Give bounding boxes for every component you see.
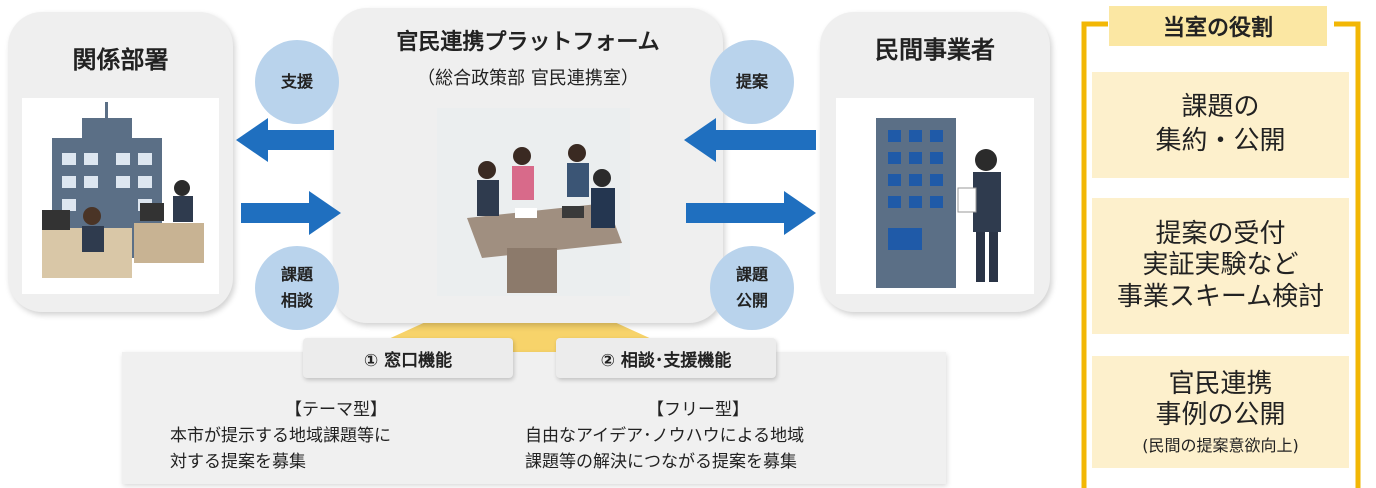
- support-bubble: 支援: [255, 40, 339, 124]
- role-item-note: (民間の提案意欲向上): [1142, 435, 1299, 455]
- theme-type-label: 【テーマ型】: [285, 400, 387, 420]
- role-item-case-publish: 官民連携 事例の公開 (民間の提案意欲向上): [1092, 356, 1349, 468]
- issue-consult-bubble: 課題 相談: [255, 246, 339, 330]
- theme-type-desc: 本市が提示する地域課題等に 対する提案を募集: [170, 426, 391, 472]
- role-item-text: 官民連携 事例の公開: [1155, 369, 1286, 431]
- private-business-title: 民間事業者: [875, 36, 995, 64]
- role-heading: 当室の役割: [1109, 6, 1327, 46]
- role-frame: [1081, 21, 1361, 488]
- related-departments-title: 関係部署: [72, 46, 169, 74]
- functions-box: [122, 352, 946, 484]
- office-illustration: [22, 98, 219, 294]
- role-item-text: 課題の 集約・公開: [1155, 92, 1286, 156]
- issue-publish-bubble: 課題 公開: [710, 246, 794, 330]
- arrow-to-departments: [236, 118, 334, 162]
- role-item-text: 提案の受付 実証実験など 事業スキーム検討: [1116, 219, 1325, 312]
- proposal-bubble: 提案: [710, 40, 794, 124]
- free-type-desc: 自由なアイデア･ノウハウによる地域 課題等の解決につながる提案を募集: [525, 426, 805, 472]
- platform-title: 官民連携プラットフォーム: [396, 30, 660, 55]
- platform-subtitle: （総合政策部 官民連携室）: [417, 68, 639, 89]
- consult-function-tab: ② 相談･支援機能: [556, 338, 776, 378]
- arrow-to-business: [686, 191, 816, 235]
- arrow-to-platform-left: [241, 191, 341, 235]
- arrow-to-platform-right: [684, 118, 816, 162]
- meeting-illustration: [437, 108, 630, 296]
- free-type-label: 【フリー型】: [647, 400, 749, 420]
- window-function-tab: ① 窓口機能: [303, 338, 513, 378]
- role-item-collect-publish: 課題の 集約・公開: [1092, 72, 1349, 178]
- business-illustration: [836, 98, 1034, 294]
- role-item-proposal-intake: 提案の受付 実証実験など 事業スキーム検討: [1092, 198, 1349, 334]
